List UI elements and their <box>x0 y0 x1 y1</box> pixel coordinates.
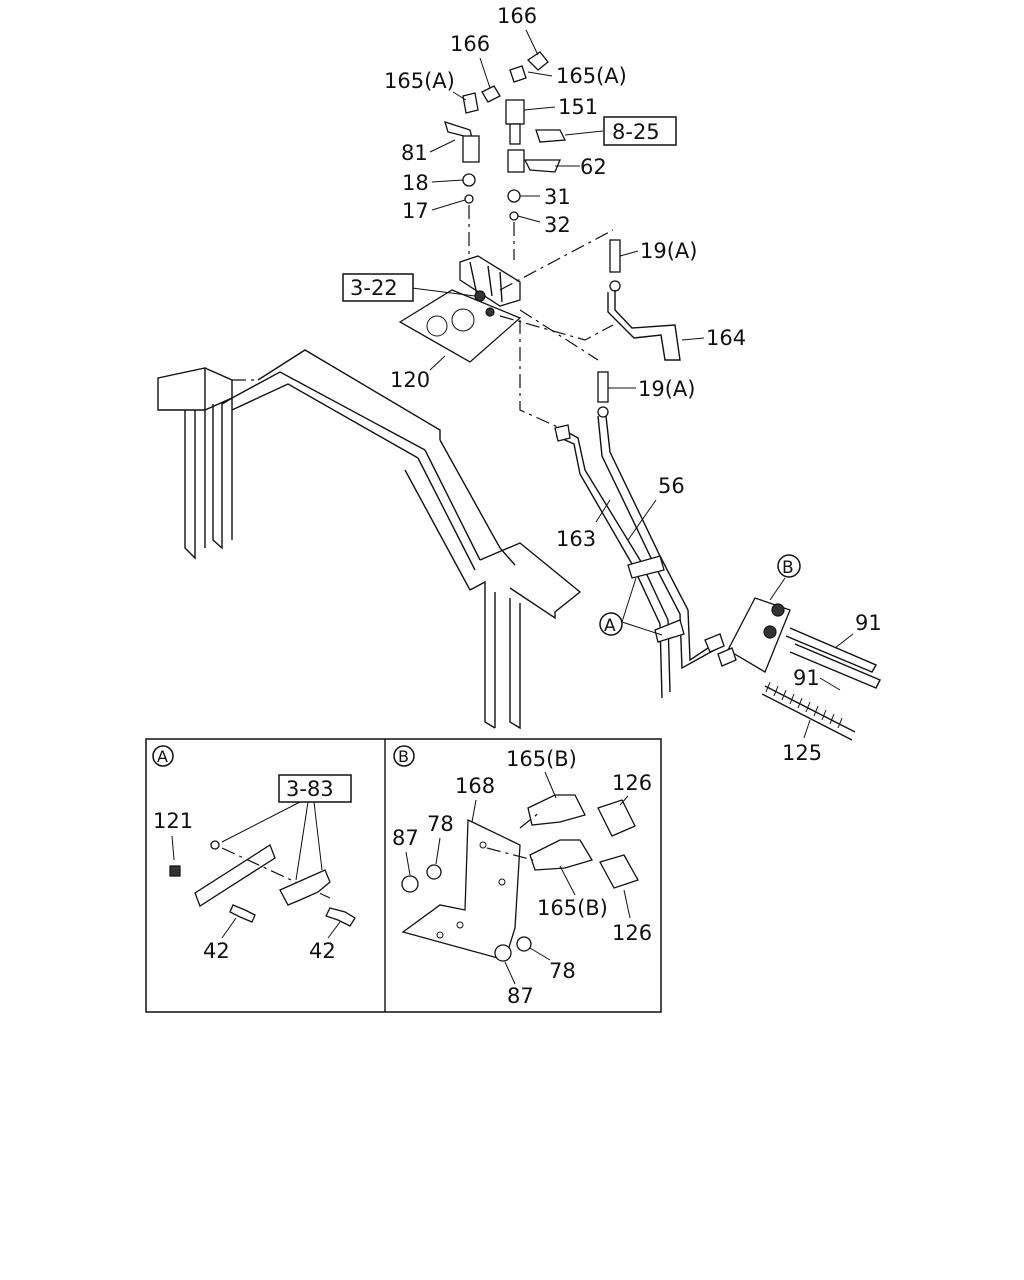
part-87-upper <box>401 875 419 893</box>
callout-19a: 19(A) <box>638 377 695 401</box>
marker-b-text: B <box>782 558 794 578</box>
callout-165a: 165(A) <box>384 69 455 93</box>
callout-91: 91 <box>855 611 882 635</box>
label-165b: 165(B) <box>537 896 608 920</box>
callout-56: 56 <box>658 474 685 498</box>
part-168-bracket <box>401 818 521 961</box>
callout-165a: 165(A) <box>556 64 627 88</box>
callout-18: 18 <box>402 171 429 195</box>
valve-assembly <box>398 51 567 363</box>
detail-panels: A 3-83 121 42 42 B <box>145 738 662 1013</box>
part-126-upper <box>597 799 636 837</box>
detail-a: A 3-83 121 42 42 <box>152 745 356 963</box>
clamp-plate <box>194 844 276 907</box>
callout-19a: 19(A) <box>640 239 697 263</box>
rod-91-upper <box>785 627 877 673</box>
reference-boxes: 8-25 3-22 <box>342 116 677 302</box>
callout-81: 81 <box>401 141 428 165</box>
bracket-assembly-b <box>704 597 881 741</box>
ref-box-8-25 <box>603 116 677 146</box>
callout-125: 125 <box>782 741 822 765</box>
part-126-lower <box>599 854 639 889</box>
pipe-lines <box>499 229 721 699</box>
circle-marker-a <box>599 612 623 636</box>
ref-box-3-22 <box>342 273 414 302</box>
chassis-frame <box>157 349 582 730</box>
clamp-saddle <box>279 869 331 906</box>
part-166-left <box>481 85 501 103</box>
label-42: 42 <box>203 939 230 963</box>
part-78-lower <box>516 936 532 952</box>
callout-166: 166 <box>450 32 490 56</box>
rod-91-lower <box>789 643 881 689</box>
part-19a-bottom <box>597 371 609 403</box>
part-19a-top <box>609 239 621 273</box>
label-126: 126 <box>612 921 652 945</box>
callout-163: 163 <box>556 527 596 551</box>
leader-lines <box>411 29 854 739</box>
label-87: 87 <box>392 826 419 850</box>
label-42: 42 <box>309 939 336 963</box>
detail-b-title: B <box>398 747 409 766</box>
ref-8-25: 8-25 <box>612 120 660 144</box>
ref-box-3-83 <box>278 774 352 803</box>
callout-120: 120 <box>390 368 430 392</box>
label-87: 87 <box>507 984 534 1008</box>
part-32-washer <box>509 211 519 221</box>
label-165b: 165(B) <box>506 747 577 771</box>
marker-a-text: A <box>604 616 616 636</box>
callout-32: 32 <box>544 213 571 237</box>
callout-17: 17 <box>402 199 429 223</box>
part-78-upper <box>426 864 442 880</box>
ref-3-22: 3-22 <box>350 276 398 300</box>
part-165a-left <box>462 92 479 114</box>
part-18-nut <box>462 173 476 187</box>
label-168: 168 <box>455 774 495 798</box>
callout-166: 166 <box>497 4 537 28</box>
callout-62: 62 <box>580 155 607 179</box>
part-166-right <box>526 51 549 71</box>
part-151 <box>505 99 525 125</box>
callout-164: 164 <box>706 326 746 350</box>
part-17-washer <box>464 194 474 204</box>
callout-91: 91 <box>793 666 820 690</box>
pipe-164 <box>607 290 681 361</box>
part-87-lower <box>494 944 512 962</box>
part-31-nut <box>507 189 521 203</box>
callout-labels: 166 166 165(A) 165(A) 151 81 62 18 31 17… <box>384 4 882 765</box>
detail-a-title: A <box>157 747 168 766</box>
callout-151: 151 <box>558 95 598 119</box>
label-121: 121 <box>153 809 193 833</box>
label-126: 126 <box>612 771 652 795</box>
callout-31: 31 <box>544 185 571 209</box>
spring-125 <box>761 685 856 741</box>
ref-3-83: 3-83 <box>286 777 334 801</box>
label-78: 78 <box>549 959 576 983</box>
pipe-56 <box>605 415 721 662</box>
circle-marker-b <box>777 554 801 578</box>
detail-b: B 165(B) 168 126 78 <box>392 745 652 1008</box>
part-62-handle <box>523 159 561 173</box>
label-78: 78 <box>427 812 454 836</box>
